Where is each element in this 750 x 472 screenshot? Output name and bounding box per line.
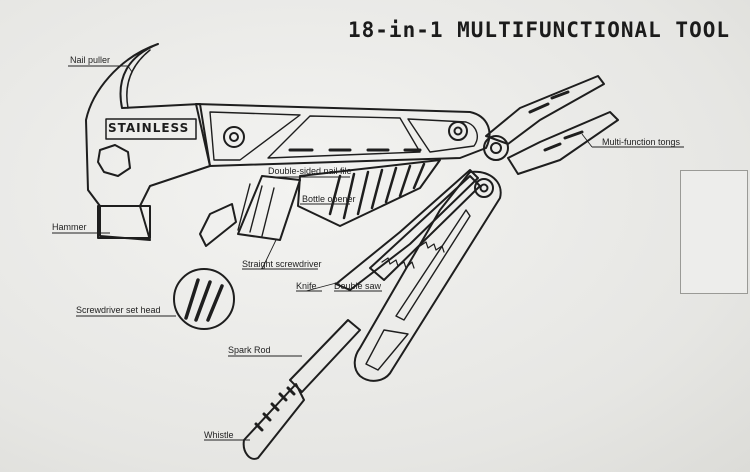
pivot-screw-left [223, 126, 245, 148]
lower-handle-window [365, 209, 471, 371]
hammer-head-outline [85, 43, 211, 241]
bottle-opener-hook [199, 203, 237, 247]
claw-inner-curve [126, 49, 151, 109]
plier-pivot [483, 135, 509, 161]
screwdriver-ribs [237, 183, 275, 237]
whistle-body [242, 383, 305, 460]
label-hammer: Hammer [52, 222, 87, 232]
plier-grips [528, 90, 584, 152]
label-bottle-opener: Bottle opener [302, 194, 356, 204]
pivot-screw-left-inner [229, 132, 239, 142]
plier-pivot-inner [490, 142, 502, 154]
label-double-saw: Double saw [334, 281, 382, 291]
label-multi-function-tongs: Multi-function tongs [602, 137, 681, 147]
screwdriver-bits-circle [173, 268, 235, 330]
label-nail-puller: Nail puller [70, 55, 111, 65]
lower-pivot-screw-inner [479, 183, 489, 193]
whistle-ridges [254, 386, 296, 432]
label-knife: Knife [296, 281, 317, 291]
knife-blade [335, 169, 479, 291]
nail-file-texture [328, 162, 426, 220]
diagram-title: 18-in-1 MULTIFUNCTIONAL TOOL [348, 18, 731, 42]
upper-handle-outline [195, 103, 491, 167]
pivot-screw-right-inner [453, 126, 463, 136]
leader-tongs-diag [581, 133, 593, 148]
straight-screwdriver-body [237, 175, 301, 241]
screwdriver-bits [184, 278, 224, 322]
hammer-face [97, 205, 151, 239]
stainless-stamp-box [105, 118, 197, 140]
pivot-screw-right [448, 121, 468, 141]
lower-handle-outline [353, 170, 502, 382]
lower-pivot-screw [474, 178, 494, 198]
leader-nail-puller-diag [127, 65, 133, 73]
label-spark-rod: Spark Rod [228, 345, 271, 355]
side-panel [680, 170, 748, 294]
hex-socket [97, 144, 131, 177]
stainless-stamp-text: STAINLESS [108, 121, 190, 135]
label-screwdriver-set-head: Screwdriver set head [76, 305, 161, 315]
label-whistle: Whistle [204, 430, 234, 440]
upper-handle-inner [209, 111, 478, 161]
leader-straight-screwdriver-diag [261, 239, 277, 270]
plier-lower-jaw [507, 111, 619, 175]
leader-knife-diag [305, 281, 341, 292]
nail-file-blade [297, 159, 441, 227]
plier-upper-jaw [485, 75, 605, 145]
label-straight-screwdriver: Straight screwdriver [242, 259, 322, 269]
label-double-sided-nail-file: Double-sided nail file [268, 166, 352, 176]
